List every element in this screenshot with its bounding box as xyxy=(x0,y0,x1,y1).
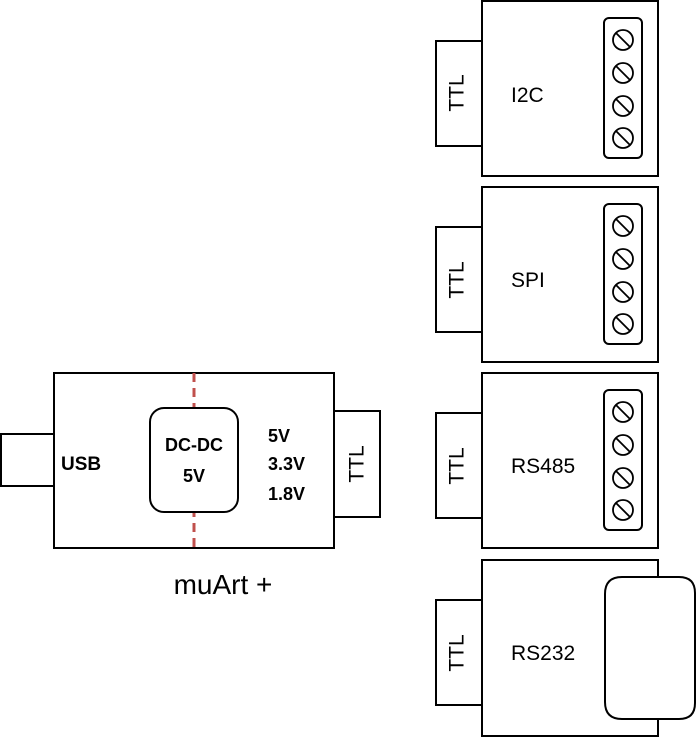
voltage-label: 3.3V xyxy=(268,454,305,474)
main-device: USB DC-DC 5V 5V 3.3V 1.8V TTL muArt + xyxy=(0,372,381,600)
module-name: RS485 xyxy=(511,455,575,478)
module-ttl-connector xyxy=(435,599,483,706)
main-ttl-label: TTL xyxy=(346,445,369,482)
dc-dc-voltage-label: 5V xyxy=(183,466,205,486)
device-name: muArt + xyxy=(174,569,273,600)
voltage-label: 1.8V xyxy=(268,484,305,504)
module-ttl-connector xyxy=(435,40,483,147)
screw-terminal xyxy=(603,203,643,345)
rs232-port xyxy=(604,576,696,720)
module-ttl-label: TTL xyxy=(446,74,469,111)
module-i2c: TTL I2C xyxy=(435,0,659,177)
usb-connector xyxy=(0,433,55,487)
module-name: RS232 xyxy=(511,642,575,665)
module-ttl-label: TTL xyxy=(446,447,469,484)
screw-terminal xyxy=(603,17,643,159)
module-name: SPI xyxy=(511,269,545,292)
module-ttl-connector xyxy=(435,226,483,333)
module-rs232: TTL RS232 xyxy=(435,559,696,737)
dc-dc-converter xyxy=(149,407,239,513)
usb-label: USB xyxy=(61,454,101,475)
module-ttl-label: TTL xyxy=(446,634,469,671)
main-ttl-connector xyxy=(333,410,381,518)
voltage-label: 5V xyxy=(268,426,290,446)
module-name: I2C xyxy=(511,84,544,107)
module-ttl-connector xyxy=(435,412,483,519)
module-ttl-label: TTL xyxy=(446,261,469,298)
dc-dc-label: DC-DC xyxy=(165,435,223,455)
module-spi: TTL SPI xyxy=(435,186,659,363)
module-rs485: TTL RS485 xyxy=(435,372,659,549)
screw-terminal xyxy=(603,389,643,531)
